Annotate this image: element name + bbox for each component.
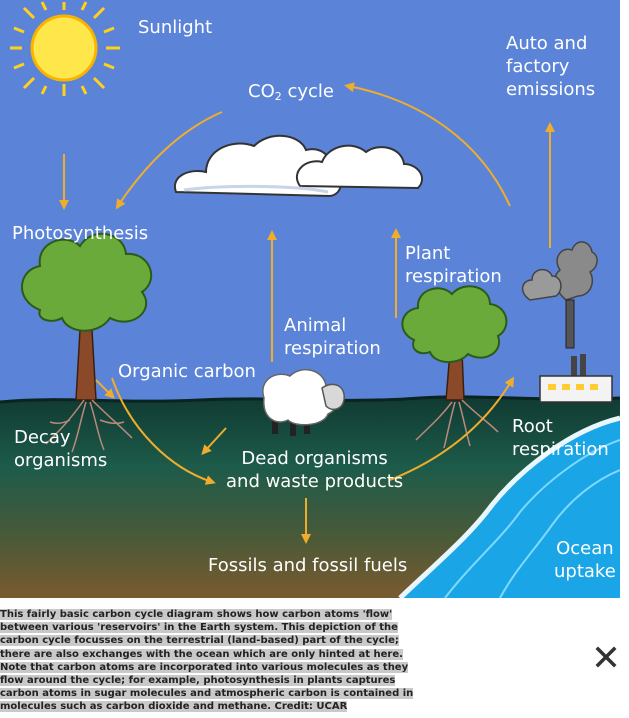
arrow-co2-to-photosynthesis [115,111,223,210]
left-tree-icon [21,232,153,453]
arrow-tree-to-ground [95,379,115,399]
ocean-wave-2 [444,439,620,598]
label-co2-cycle: CO2 cycle [248,80,334,108]
co2-subscript: 2 [274,90,282,103]
caption-text: This fairly basic carbon cycle diagram s… [0,609,414,713]
label-ocean-uptake: Ocean uptake [554,538,616,582]
arrow-to-dead-organisms [201,427,227,455]
co2-prefix: CO [248,81,275,102]
close-icon [595,646,617,668]
diagram-illustration [0,0,620,598]
factory-icon [521,241,613,403]
sheep-icon [262,368,345,436]
label-fossils: Fossils and fossil fuels [208,555,408,576]
sun-icon [10,1,120,96]
label-sunlight: Sunlight [138,17,213,38]
label-dead-organisms: Dead organisms and waste products [226,448,404,492]
label-root-respiration: Root respiration [512,416,609,460]
arrow-emissions-to-co2 [344,82,511,207]
co2-suffix: cycle [281,81,334,102]
label-organic-carbon: Organic carbon [118,361,256,382]
right-tree-icon [401,285,508,449]
arrow-organic-carbon-curve [111,377,216,485]
label-animal-respiration: Animal respiration [284,315,381,359]
label-decay-organisms: Decay organisms [14,427,108,471]
ocean-wave [398,415,620,598]
close-button[interactable] [594,645,618,669]
label-auto-factory-emissions: Auto and factory emissions [506,33,596,100]
ocean-wave-3 [499,469,620,598]
carbon-cycle-diagram: Sunlight CO2 cycle Auto and factory emis… [0,0,620,598]
caption: This fairly basic carbon cycle diagram s… [0,608,430,714]
label-photosynthesis: Photosynthesis [12,223,149,244]
flow-arrows [59,82,555,544]
label-plant-respiration: Plant respiration [405,243,502,287]
sky [0,0,620,410]
ocean [400,418,620,598]
arrow-root-respiration-curve [389,376,515,481]
cloud-icon [173,134,423,198]
